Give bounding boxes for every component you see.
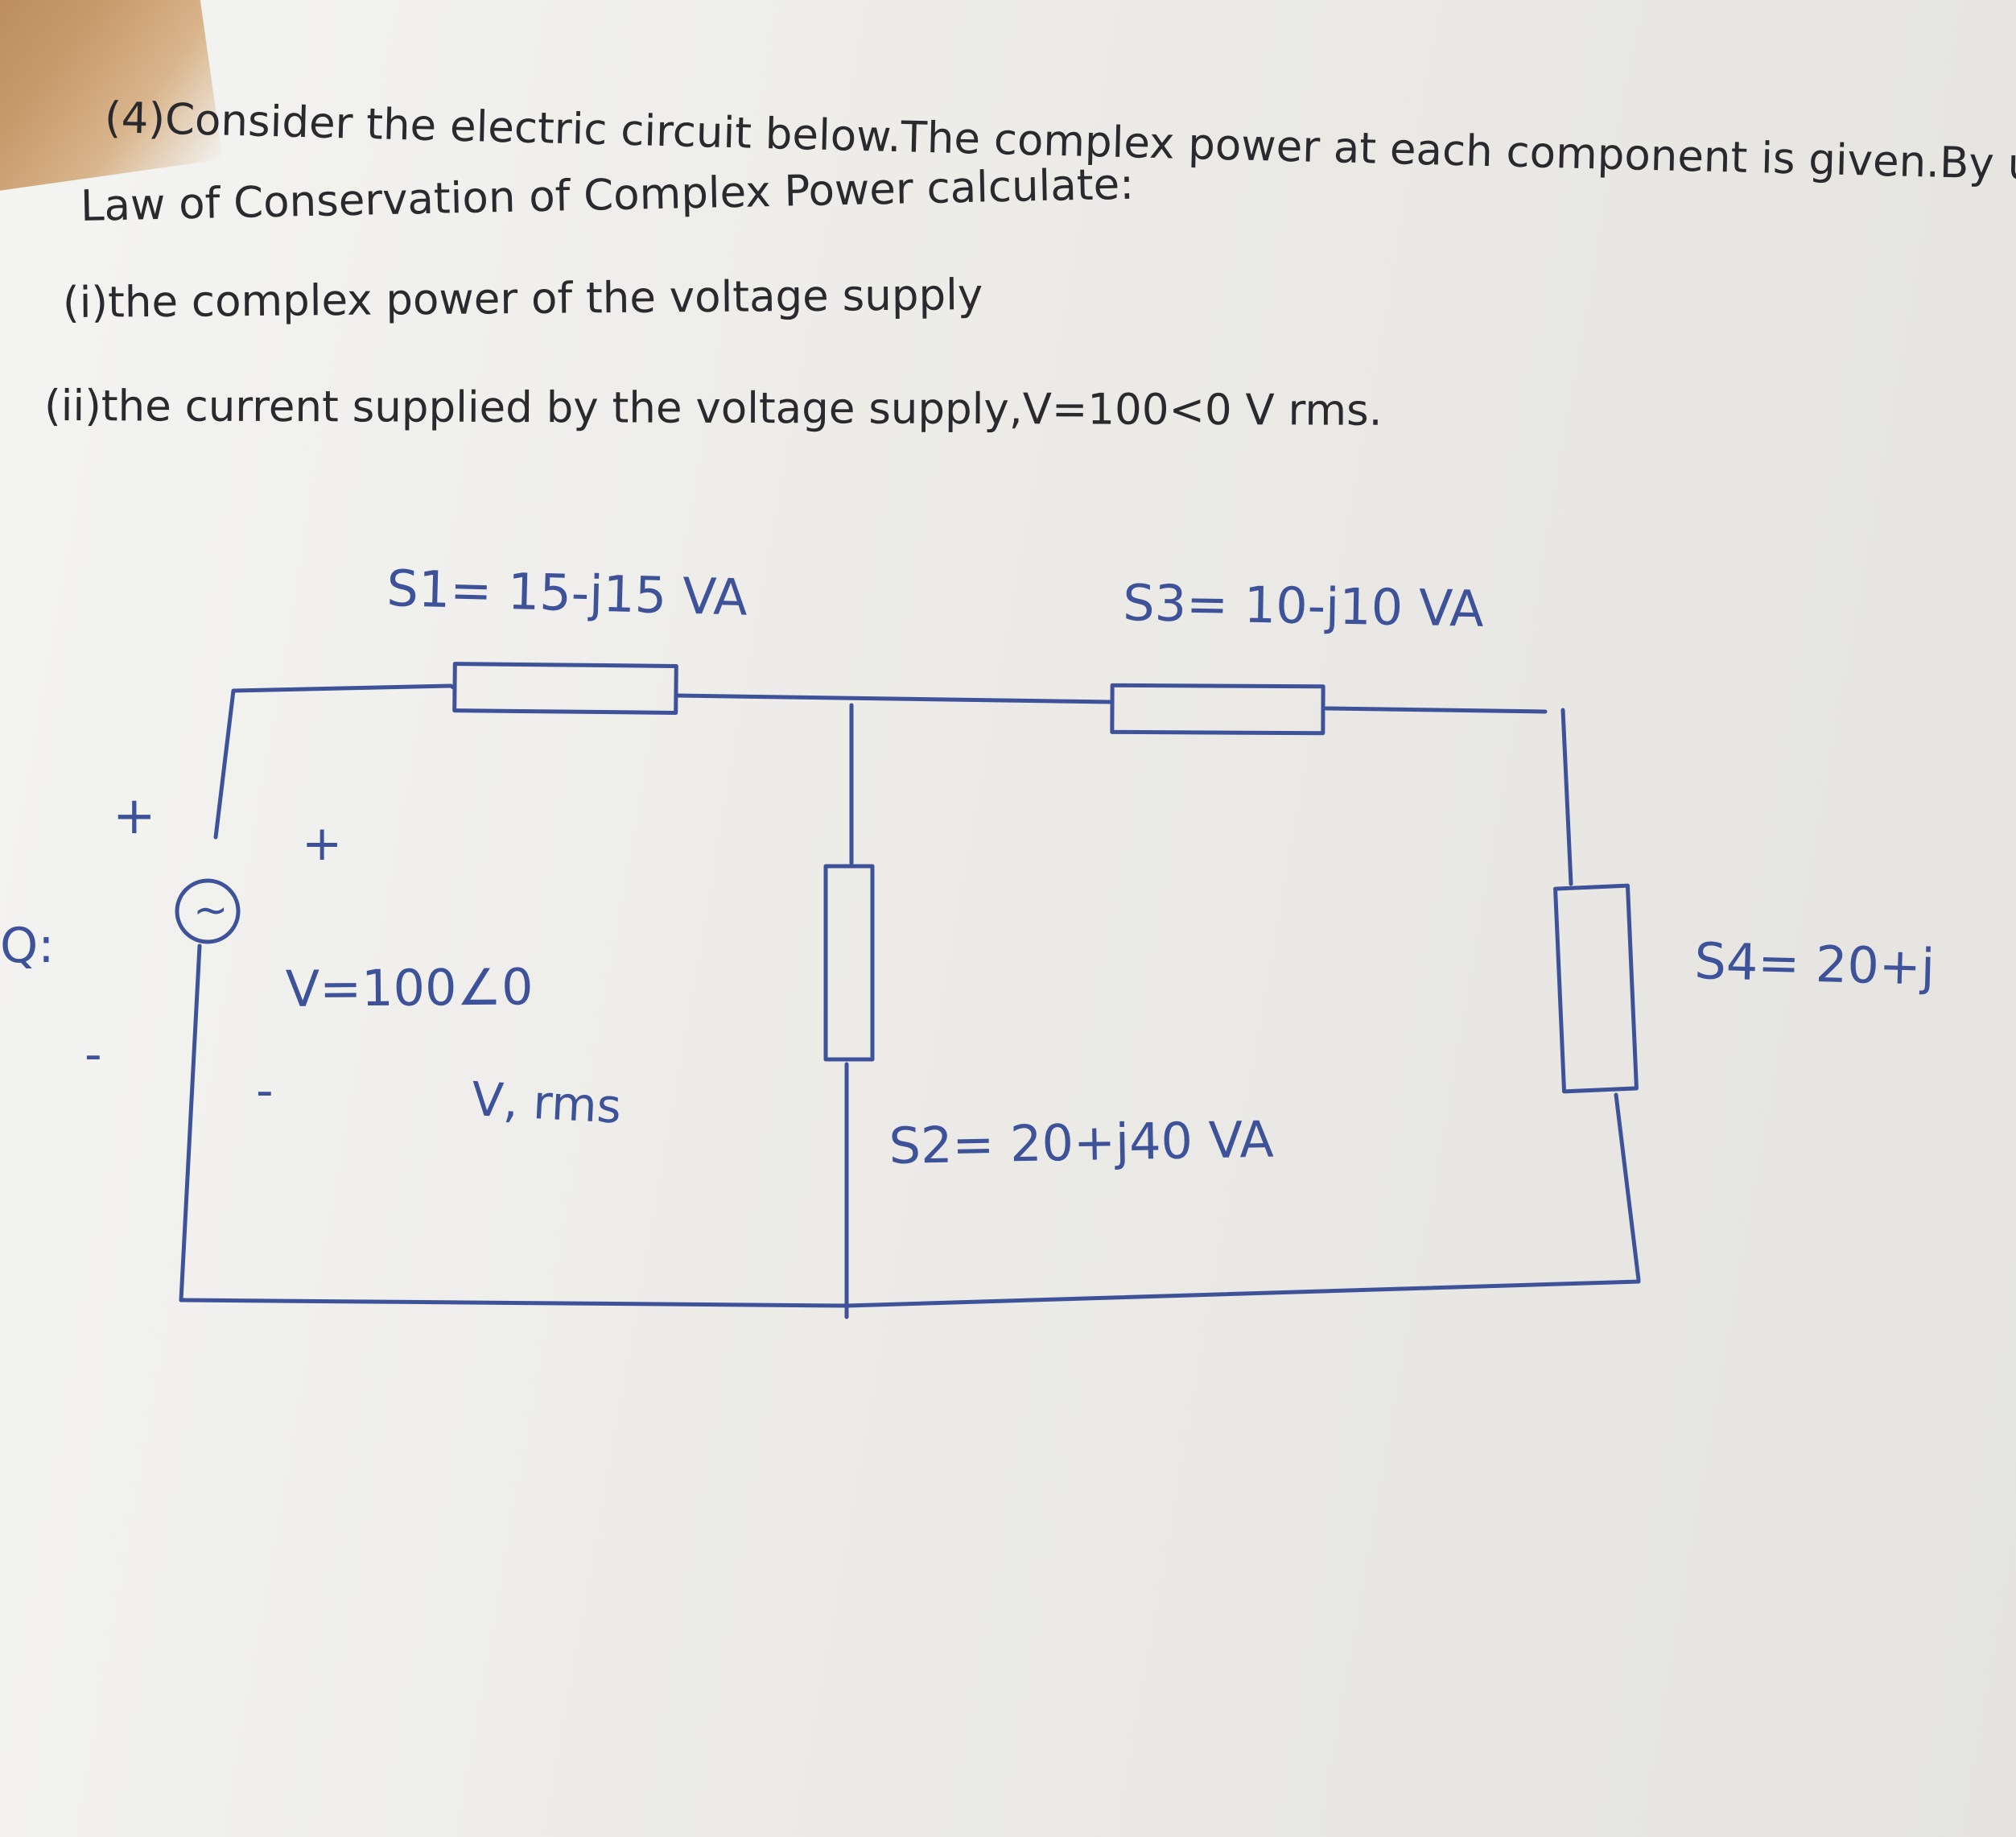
wire-top-middle xyxy=(674,693,1113,704)
wire-bottom xyxy=(179,1279,1641,1308)
minus-sign-inner: - xyxy=(256,1063,274,1119)
resistor-s2 xyxy=(823,864,875,1062)
resistor-s1 xyxy=(452,662,678,715)
plus-sign-inner: + xyxy=(302,815,342,872)
s1-label: S1= 15-j15 VA xyxy=(386,559,748,627)
wire-right-lower xyxy=(1614,1092,1641,1282)
wire-s1-lead-left xyxy=(448,683,457,691)
resistor-s4 xyxy=(1553,883,1639,1094)
source-voltage-label: V=100∠0 xyxy=(285,957,533,1018)
s2-label: S2= 20+j40 VA xyxy=(888,1110,1274,1175)
s4-label: S4= 20+j xyxy=(1694,931,1936,997)
margin-mark: Q: xyxy=(0,918,54,974)
s3-label: S3= 10-j10 VA xyxy=(1123,573,1485,638)
wire-left-lower xyxy=(179,943,202,1302)
wire-top-left xyxy=(213,683,453,840)
source-unit-label: V, rms xyxy=(470,1071,622,1134)
wire-right-upper xyxy=(1560,708,1573,886)
resistor-s3 xyxy=(1110,683,1325,736)
voltage-source-circle xyxy=(175,878,241,944)
source-symbol: ~ xyxy=(193,886,229,935)
plus-sign-outer: + xyxy=(113,786,156,846)
minus-sign-outer: - xyxy=(85,1026,102,1083)
wire-top-right xyxy=(1324,706,1548,714)
